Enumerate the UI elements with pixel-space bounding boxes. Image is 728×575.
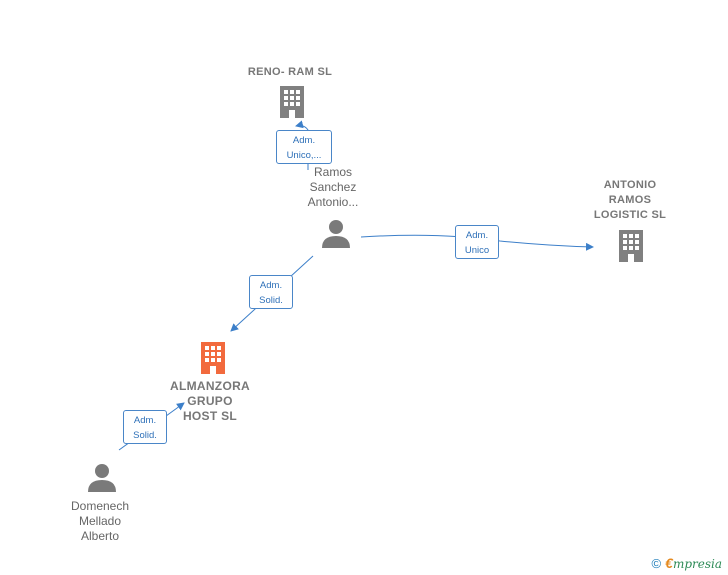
person-icon[interactable] [321,219,351,249]
person-icon[interactable] [87,463,117,493]
footer-brand: ©€mpresia [652,555,722,571]
brand-logo-text: mpresia [672,557,722,571]
edge-label-adm-solid-ramos[interactable]: Adm. Solid. [249,275,293,309]
company-almanzora-label[interactable]: ALMANZORA GRUPO HOST SL [169,379,251,423]
edge-label-adm-unico-antonio[interactable]: Adm. Unico [455,225,499,259]
building-icon[interactable] [277,85,307,119]
company-reno-ram-label[interactable]: RENO- RAM SL [247,66,333,78]
building-icon[interactable] [616,229,646,263]
copyright-icon: © [651,556,662,571]
building-icon-main[interactable] [198,341,228,375]
person-ramos-label[interactable]: Ramos Sanchez Antonio... [307,165,359,209]
edge-label-adm-unico-reno[interactable]: Adm. Unico,... [276,130,332,164]
company-antonio-ramos-label[interactable]: ANTONIO RAMOS LOGISTIC SL [593,179,667,221]
link-ramos-reno [295,120,309,170]
link-ramos-antonio [360,234,594,251]
brand-logo-e: € [665,555,673,571]
edge-label-adm-solid-domenech[interactable]: Adm. Solid. [123,410,167,444]
person-domenech-label[interactable]: Domenech Mellado Alberto [70,499,130,543]
